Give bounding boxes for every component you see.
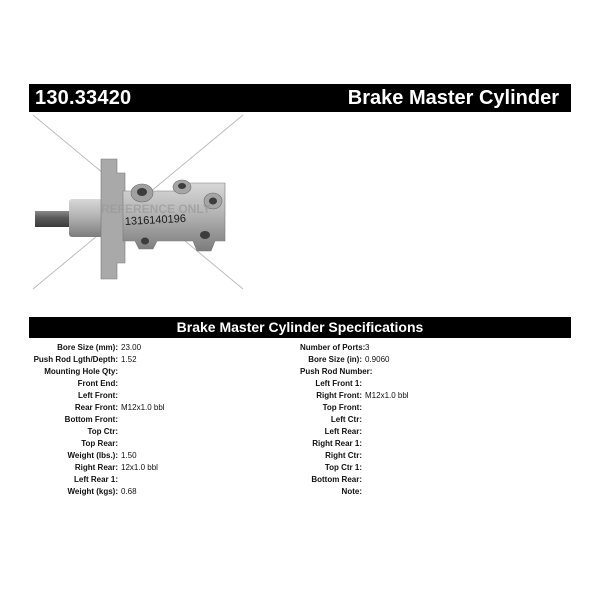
spec-label: Left Front 1: <box>315 379 362 388</box>
spec-value: 1.52 <box>121 355 137 364</box>
spec-row: Weight (lbs.):1.50 <box>29 450 165 462</box>
spec-label: Right Front: <box>316 391 362 400</box>
spec-row: Left Front 1: <box>300 378 409 390</box>
specs-title: Brake Master Cylinder Specifications <box>176 319 424 335</box>
spec-row: Left Front: <box>29 390 165 402</box>
brake-master-cylinder-illustration: REFERENCE ONLY 1316140196 <box>32 114 244 290</box>
watermark-text: REFERENCE ONLY <box>101 202 211 216</box>
spec-row: Bottom Rear: <box>300 474 409 486</box>
spec-row: Top Ctr: <box>29 426 165 438</box>
spec-row: Top Ctr 1: <box>300 462 409 474</box>
spec-row: Number of Ports:3 <box>300 342 409 354</box>
spec-label: Bottom Front: <box>64 415 118 424</box>
spec-row: Right Rear:12x1.0 bbl <box>29 462 165 474</box>
spec-row: Right Ctr: <box>300 450 409 462</box>
part-number: 130.33420 <box>35 87 132 109</box>
port-hole-1 <box>137 188 147 196</box>
spec-value: 3 <box>365 343 370 352</box>
spec-label: Left Rear 1: <box>73 475 118 484</box>
spec-label: Top Ctr 1: <box>324 463 362 472</box>
spec-row: Push Rod Number: <box>300 366 409 378</box>
spec-value: 1.50 <box>121 451 137 460</box>
spec-value: M12x1.0 bbl <box>121 403 165 412</box>
spec-row: Top Rear: <box>29 438 165 450</box>
spec-label: Right Rear 1: <box>312 439 362 448</box>
spec-row: Left Rear: <box>300 426 409 438</box>
spec-label: Left Rear: <box>324 427 362 436</box>
spec-row: Right Rear 1: <box>300 438 409 450</box>
spec-row: Bottom Front: <box>29 414 165 426</box>
spec-label: Weight (lbs.): <box>67 451 118 460</box>
spec-label: Left Front: <box>78 391 118 400</box>
spec-label: Bore Size (mm): <box>57 343 118 352</box>
part-title: Brake Master Cylinder <box>347 87 559 109</box>
spec-value: 12x1.0 bbl <box>121 463 158 472</box>
product-image: REFERENCE ONLY 1316140196 <box>29 113 571 315</box>
spec-row: Push Rod Lgth/Depth:1.52 <box>29 354 165 366</box>
spec-row: Bore Size (mm):23.00 <box>29 342 165 354</box>
spec-label: Top Ctr: <box>87 427 118 436</box>
spec-row: Note: <box>300 486 409 498</box>
spec-label: Rear Front: <box>74 403 118 412</box>
push-rod <box>35 211 75 227</box>
spec-label: Push Rod Lgth/Depth: <box>33 355 118 364</box>
spec-label: Right Ctr: <box>325 451 362 460</box>
spec-row: Bore Size (in):0.9060 <box>300 354 409 366</box>
spec-row: Mounting Hole Qty: <box>29 366 165 378</box>
spec-label: Bottom Rear: <box>311 475 362 484</box>
handwritten-part-code: 1316140196 <box>125 213 187 228</box>
spec-label: Front End: <box>77 379 118 388</box>
spec-label: Top Rear: <box>81 439 118 448</box>
spec-value: 0.9060 <box>365 355 390 364</box>
port-hole-3 <box>209 197 217 205</box>
spec-label: Push Rod Number: <box>300 367 373 376</box>
mounting-flange <box>100 158 126 280</box>
port-hole-2 <box>178 183 186 189</box>
specs-bar: Brake Master Cylinder Specifications <box>29 317 571 338</box>
spec-row: Left Ctr: <box>300 414 409 426</box>
spec-label: Right Rear: <box>74 463 118 472</box>
spec-row: Front End: <box>29 378 165 390</box>
spec-row: Weight (kgs):0.68 <box>29 486 165 498</box>
spec-value: 23.00 <box>121 343 142 352</box>
specs-right-column: Number of Ports:3 Bore Size (in):0.9060 … <box>300 342 409 498</box>
spec-row: Left Rear 1: <box>29 474 165 486</box>
spec-label: Mounting Hole Qty: <box>44 367 118 376</box>
spec-label: Top Front: <box>322 403 362 412</box>
port-hole-5 <box>200 231 210 239</box>
port-hole-4 <box>141 237 149 245</box>
spec-label: Number of Ports: <box>300 343 366 352</box>
header-bar: 130.33420 Brake Master Cylinder <box>29 84 571 112</box>
spec-label: Note: <box>341 487 362 496</box>
spec-row: Rear Front:M12x1.0 bbl <box>29 402 165 414</box>
spec-value: M12x1.0 bbl <box>365 391 409 400</box>
spec-row: Right Front:M12x1.0 bbl <box>300 390 409 402</box>
spec-value: 0.68 <box>121 487 137 496</box>
specs-left-column: Bore Size (mm):23.00 Push Rod Lgth/Depth… <box>29 342 165 498</box>
spec-label: Bore Size (in): <box>308 355 362 364</box>
spec-label: Left Ctr: <box>330 415 362 424</box>
spec-label: Weight (kgs): <box>67 487 118 496</box>
spec-row: Top Front: <box>300 402 409 414</box>
